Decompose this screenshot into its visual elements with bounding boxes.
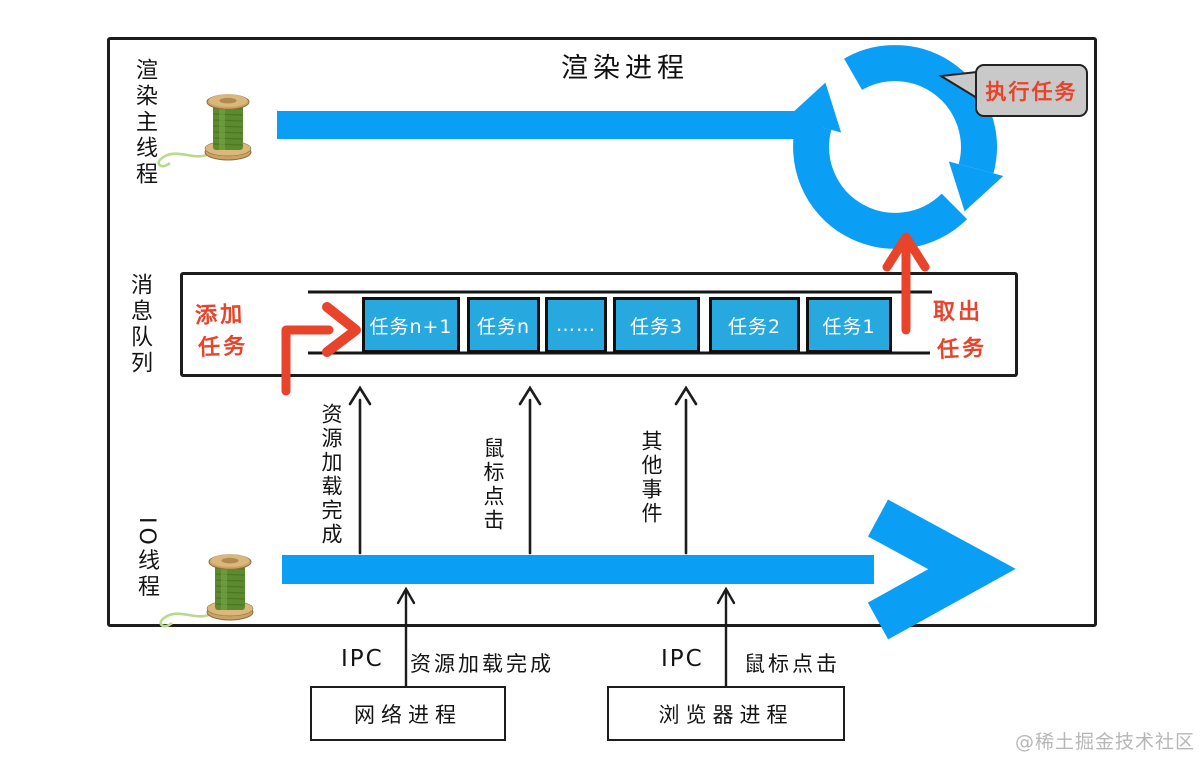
browser-process-box: 浏览器进程: [607, 686, 845, 741]
task-box: ……: [545, 297, 607, 353]
task-box: 任务n+1: [362, 297, 460, 353]
network-process-label: 网络进程: [354, 702, 462, 727]
page-title: 渲染进程: [561, 53, 689, 84]
event-label-other-events: 其他事件: [639, 430, 663, 526]
task-box: 任务2: [709, 297, 800, 353]
ipc-label-browser: IPC: [661, 646, 704, 672]
task-box: 任务n: [467, 297, 540, 353]
take-task-text-line2: 任务: [936, 335, 988, 364]
ipc-label-network: IPC: [341, 646, 384, 672]
speech-bubble: 执行任务: [975, 64, 1088, 117]
task-box: 任务1: [806, 297, 892, 353]
add-task-text-line1: 添加: [194, 302, 246, 329]
render-main-thread-bar: [277, 111, 823, 139]
network-process-box: 网络进程: [310, 686, 506, 741]
render-process-box: [107, 37, 1097, 627]
message-queue-label: 消息队列: [127, 273, 152, 377]
ipc-event-network: 资源加载完成: [410, 652, 554, 676]
task-box: 任务3: [613, 297, 700, 353]
event-label-mouse-click: 鼠标点击: [481, 437, 505, 533]
watermark: @稀土掘金技术社区: [1014, 731, 1195, 753]
browser-process-label: 浏览器进程: [658, 702, 794, 727]
io-thread-label: IO线程: [134, 517, 159, 601]
ipc-event-browser: 鼠标点击: [744, 652, 840, 676]
add-task-text-line2: 任务: [197, 334, 249, 361]
speech-bubble-text: 执行任务: [985, 79, 1078, 104]
take-task-text-line1: 取出: [933, 300, 984, 325]
render-main-thread-label: 渲染主线程: [132, 58, 157, 188]
io-thread-bar: [282, 555, 874, 584]
event-label-resource-loaded: 资源加载完成: [319, 403, 343, 547]
message-queue-box: [180, 272, 1018, 377]
